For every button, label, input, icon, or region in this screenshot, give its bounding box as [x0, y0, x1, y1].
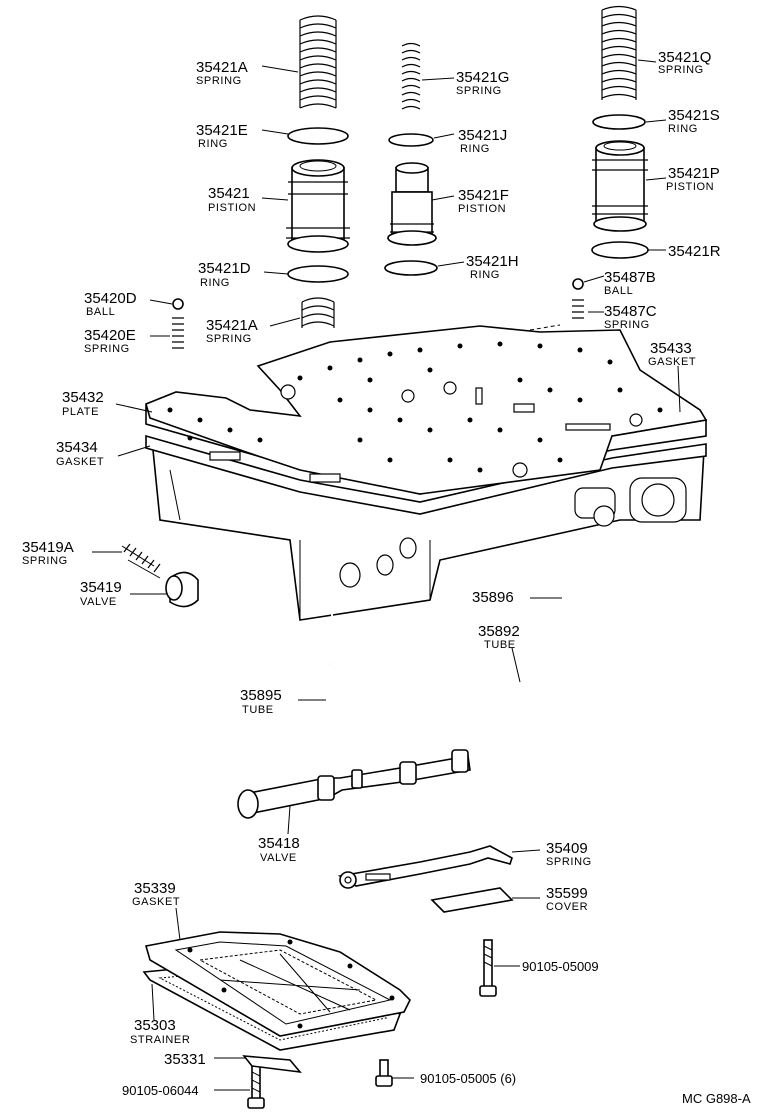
spring-35487c	[572, 299, 584, 319]
spring-35420e	[172, 317, 184, 349]
label-name-35487b: BALL	[604, 285, 633, 297]
label-part-35339: 35339	[134, 880, 176, 897]
label-part-90105-05009: 90105-05009	[522, 959, 599, 974]
label-part-35421s: 35421S	[668, 107, 720, 124]
valve-35419	[165, 571, 199, 608]
label-part-35487c: 35487C	[604, 303, 657, 320]
label-part-35421q: 35421Q	[658, 49, 711, 66]
label-part-35420e: 35420E	[84, 327, 136, 344]
dashed-leader	[529, 324, 561, 331]
label-name-35892: TUBE	[484, 639, 516, 651]
tube-35895	[267, 598, 422, 738]
label-name-35421a-lower: SPRING	[206, 333, 252, 345]
label-part-35421g: 35421G	[456, 69, 509, 86]
ring-35421s	[592, 114, 646, 130]
label-name-35421p: PISTION	[666, 181, 714, 193]
footer-code: MC G898-A	[682, 1091, 751, 1106]
label-part-35421d: 35421D	[198, 260, 251, 277]
spring-35419a	[121, 543, 161, 579]
label-name-35421j: RING	[460, 143, 490, 155]
gasket-35433	[145, 325, 708, 495]
label-part-35892: 35892	[478, 623, 520, 640]
bolt-90105-05005	[375, 1059, 393, 1087]
label-name-35432: PLATE	[62, 406, 99, 418]
label-name-35420e: SPRING	[84, 343, 130, 355]
tube-35892	[371, 620, 701, 692]
label-part-35421h: 35421H	[466, 253, 519, 270]
valve-35418	[237, 749, 471, 819]
label-name-35421: PISTION	[208, 202, 256, 214]
label-name-35303: STRAINER	[130, 1034, 190, 1046]
bolt-90105-06044	[247, 1065, 265, 1109]
label-name-35409: SPRING	[546, 856, 592, 868]
label-part-35487b: 35487B	[604, 269, 656, 286]
label-name-35419: VALVE	[80, 596, 117, 608]
tube-35896	[561, 536, 737, 614]
ball-35420d	[172, 298, 184, 310]
label-name-35421h: RING	[470, 269, 500, 281]
label-part-35432: 35432	[62, 389, 104, 406]
label-name-35434: GASKET	[56, 456, 104, 468]
label-name-35419a: SPRING	[22, 555, 68, 567]
label-part-35419: 35419	[80, 579, 122, 596]
label-name-35339: GASKET	[132, 896, 180, 908]
label-part-90105-06044: 90105-06044	[122, 1083, 199, 1098]
label-part-35420d: 35420D	[84, 290, 137, 307]
label-part-35433: 35433	[650, 340, 692, 357]
ring-35421e	[287, 127, 349, 145]
label-part-35409: 35409	[546, 840, 588, 857]
spring-35421g	[401, 42, 421, 110]
label-part-35421e: 35421E	[196, 122, 248, 139]
label-part-35421a-lower: 35421A	[206, 317, 258, 334]
ball-35487b	[572, 278, 584, 290]
label-name-35421f: PISTION	[458, 203, 506, 215]
ring-35421j	[388, 133, 434, 147]
label-part-90105-05005: 90105-05005 (6)	[420, 1071, 516, 1086]
label-name-35418: VALVE	[260, 852, 297, 864]
leader-lines	[92, 59, 681, 1091]
label-part-35303: 35303	[134, 1017, 176, 1034]
label-name-35420d: BALL	[86, 306, 115, 318]
label-name-35421a-upper: SPRING	[196, 75, 242, 87]
piston-35421	[286, 159, 350, 253]
label-part-35421a-upper: 35421A	[196, 59, 248, 76]
label-part-35895: 35895	[240, 687, 282, 704]
label-name-35895: TUBE	[242, 704, 274, 716]
spring-35421a-upper	[299, 15, 337, 109]
ring-35421h	[384, 260, 438, 276]
label-part-35434: 35434	[56, 439, 98, 456]
label-part-35421p: 35421P	[668, 165, 720, 182]
cover-35599	[430, 887, 514, 913]
label-part-35599: 35599	[546, 885, 588, 902]
ring-35421r	[591, 241, 649, 259]
spring-35421q	[601, 5, 637, 100]
label-name-35421s: RING	[668, 123, 698, 135]
label-name-35421g: SPRING	[456, 85, 502, 97]
label-name-35421e: RING	[198, 138, 228, 150]
spring-35409	[337, 845, 513, 889]
label-part-35419a: 35419A	[22, 539, 74, 556]
label-name-35421q: SPRING	[658, 64, 704, 76]
piston-35421f	[387, 162, 437, 246]
label-part-35421j: 35421J	[458, 127, 507, 144]
label-part-35421r: 35421R	[668, 243, 721, 260]
plate-35331	[242, 1055, 302, 1074]
gasket-35339	[144, 931, 411, 1037]
label-name-35599: COVER	[546, 901, 588, 913]
label-name-35487c: SPRING	[604, 319, 650, 331]
label-name-35421d: RING	[200, 277, 230, 289]
label-part-35331: 35331	[164, 1051, 206, 1068]
gasket-35434	[145, 434, 707, 515]
label-part-35418: 35418	[258, 835, 300, 852]
label-name-35433: GASKET	[648, 356, 696, 368]
spring-35421a-lower	[301, 297, 335, 328]
bolt-90105-05009	[479, 939, 497, 997]
label-part-35421f: 35421F	[458, 187, 509, 204]
label-part-35421: 35421	[208, 185, 250, 202]
label-part-35896: 35896	[472, 589, 514, 606]
ring-35421d	[287, 265, 349, 283]
piston-35421p	[592, 140, 648, 232]
